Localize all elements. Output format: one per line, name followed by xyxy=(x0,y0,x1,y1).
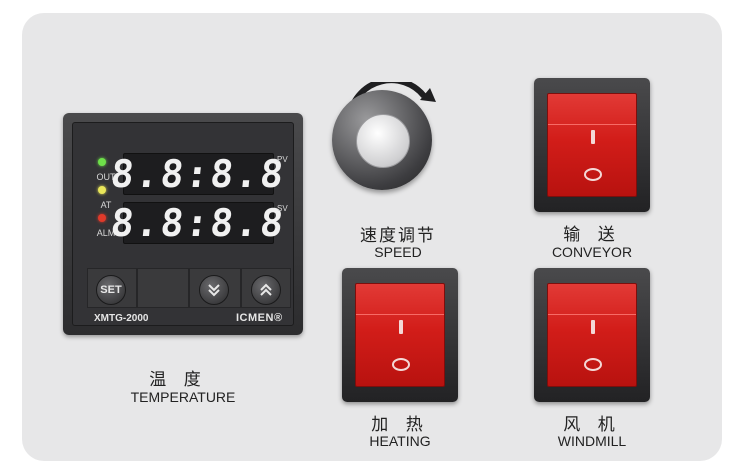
power-on-icon xyxy=(591,320,595,334)
heating-rocker[interactable] xyxy=(355,283,445,387)
down-button[interactable] xyxy=(199,275,229,305)
double-chevron-down-icon xyxy=(208,284,220,297)
blank-button-cell xyxy=(137,268,189,308)
double-chevron-up-icon xyxy=(260,283,272,296)
power-on-icon xyxy=(399,320,403,334)
alm-indicator-label: ALM xyxy=(96,228,116,238)
alm-led-icon xyxy=(98,214,106,222)
heating-cn-label: 加 热 xyxy=(371,415,429,435)
speed-cn-label: 速度调节 xyxy=(360,226,436,246)
knob-cap xyxy=(356,114,410,168)
sv-display: 8.8:8.8 xyxy=(109,201,288,245)
conveyor-cn-label: 输 送 xyxy=(563,225,621,245)
pv-display: 8.8:8.8 xyxy=(109,152,288,196)
windmill-cn-label: 风 机 xyxy=(563,415,621,435)
conveyor-rocker[interactable] xyxy=(547,93,637,197)
power-off-icon xyxy=(584,168,602,181)
power-off-icon xyxy=(392,358,410,371)
windmill-en-label: WINDMILL xyxy=(557,433,627,449)
rocker-divider xyxy=(548,314,636,315)
sv-tag: SV xyxy=(277,204,288,213)
speed-en-label: SPEED xyxy=(374,244,422,260)
rocker-divider xyxy=(548,124,636,125)
windmill-switch[interactable] xyxy=(534,268,650,402)
conveyor-en-label: CONVEYOR xyxy=(551,244,633,260)
brand-label: ICMEN® xyxy=(236,312,283,324)
temperature-cn-label: 温 度 xyxy=(149,370,207,390)
windmill-rocker[interactable] xyxy=(547,283,637,387)
set-button[interactable]: SET xyxy=(96,275,126,305)
power-on-icon xyxy=(591,130,595,144)
conveyor-switch[interactable] xyxy=(534,78,650,212)
out-indicator-label: OUT xyxy=(96,172,116,182)
sv-digits: 8.8:8.8 xyxy=(109,201,288,245)
power-off-icon xyxy=(584,358,602,371)
up-button[interactable] xyxy=(251,275,281,305)
heating-en-label: HEATING xyxy=(369,433,431,449)
at-led-icon xyxy=(98,186,106,194)
heating-switch[interactable] xyxy=(342,268,458,402)
out-led-icon xyxy=(98,158,106,166)
model-label: XMTG-2000 xyxy=(94,313,149,324)
pv-tag: PV xyxy=(277,155,288,164)
speed-knob[interactable] xyxy=(332,82,440,190)
at-indicator-label: AT xyxy=(100,200,112,210)
rocker-divider xyxy=(356,314,444,315)
pv-digits: 8.8:8.8 xyxy=(109,152,288,196)
temperature-en-label: TEMPERATURE xyxy=(130,389,236,405)
